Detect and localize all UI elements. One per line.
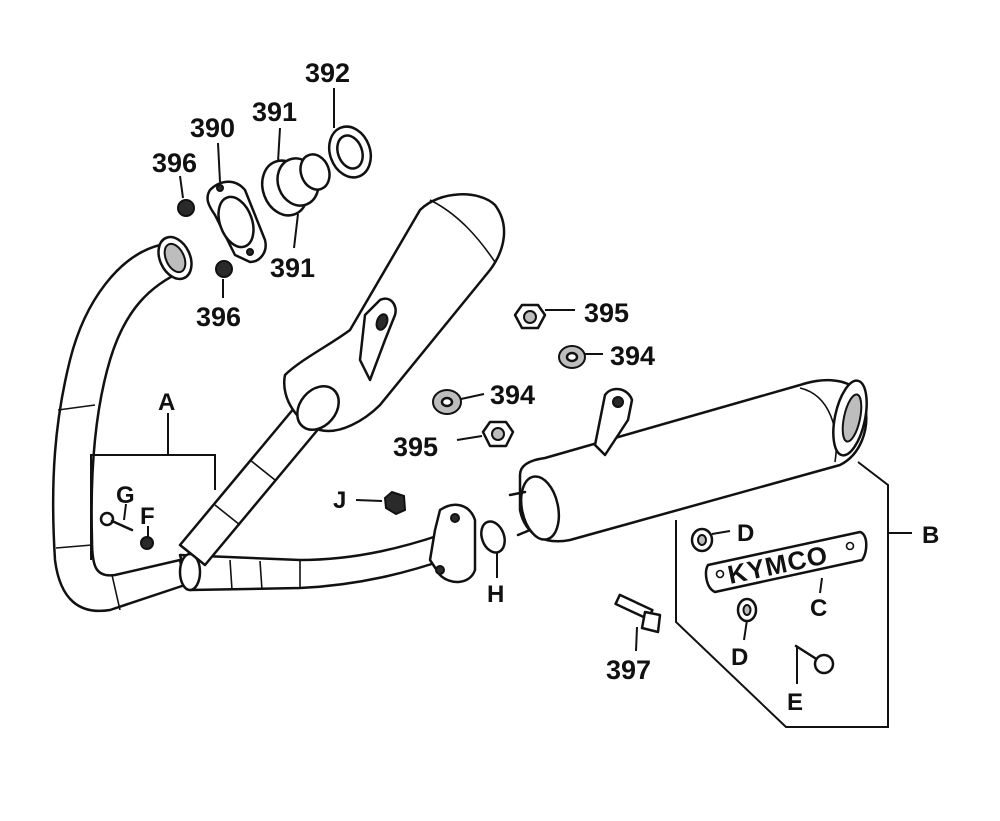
group-B-outline	[675, 461, 912, 728]
part-D-washers	[690, 527, 758, 623]
part-labels: 392 391 390 396 391 396 395 394 394 395 …	[116, 58, 939, 716]
label-391-bottom: 391	[270, 253, 315, 283]
kymco-emblem-plate: KYMCO	[704, 530, 868, 594]
label-392: 392	[305, 58, 350, 88]
label-F: F	[140, 503, 155, 530]
part-396-nuts	[177, 199, 233, 278]
part-391-gasket	[260, 153, 331, 217]
part-G-bolt	[99, 511, 134, 532]
part-394-washer-lower	[432, 389, 462, 415]
label-E: E	[787, 689, 803, 716]
label-396-upper: 396	[152, 148, 197, 178]
label-J: J	[333, 487, 346, 514]
label-397: 397	[606, 655, 651, 685]
label-391-top: 391	[252, 97, 297, 127]
label-D-upper: D	[737, 520, 754, 547]
exhaust-header-pipe	[51, 235, 193, 613]
label-C: C	[810, 595, 827, 622]
mid-pipe	[178, 503, 477, 592]
part-392-seal	[327, 125, 373, 179]
label-395-upper: 395	[584, 298, 629, 328]
leader-lines	[123, 88, 823, 684]
part-E-screw	[794, 644, 835, 675]
part-395-nut-lower	[481, 420, 515, 448]
part-J-clip	[383, 490, 407, 516]
upper-muffler	[282, 193, 506, 433]
label-396-lower: 396	[196, 302, 241, 332]
part-397-bolt	[614, 593, 662, 634]
lower-muffler	[508, 378, 868, 543]
label-A: A	[158, 389, 175, 416]
part-394-washer-upper	[558, 345, 586, 369]
group-A-bracket	[90, 413, 216, 560]
part-390-flange	[206, 180, 267, 264]
label-394-upper: 394	[610, 341, 655, 371]
part-H-gasket	[480, 520, 506, 554]
part-395-nut-upper	[513, 303, 547, 330]
part-F-washer	[140, 536, 154, 550]
label-394-lower: 394	[490, 380, 535, 410]
label-H: H	[487, 581, 504, 608]
label-390: 390	[190, 113, 235, 143]
label-B: B	[922, 522, 939, 549]
label-G: G	[116, 482, 135, 509]
label-D-lower: D	[731, 644, 748, 671]
label-395-lower: 395	[393, 432, 438, 462]
